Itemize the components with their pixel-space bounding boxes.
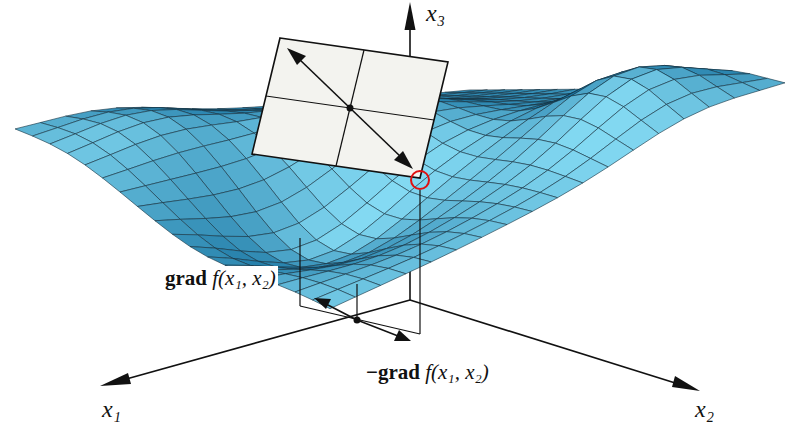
axis-arrowhead <box>100 373 131 386</box>
axis-label: x₁ <box>100 396 123 424</box>
gradient-arrow <box>326 304 357 320</box>
surface-patch <box>138 203 181 221</box>
axis-label: x₃ <box>424 0 447 28</box>
negative-gradient-arrow <box>357 320 398 336</box>
coordinate-axes <box>100 2 700 391</box>
surface-patch <box>208 257 251 266</box>
plane-arrow <box>298 58 350 108</box>
tangent-point <box>347 105 354 112</box>
arrowhead <box>287 48 306 65</box>
drop-line <box>299 238 300 306</box>
function-expression: f(x₁, x₂) <box>420 360 489 384</box>
base-point <box>354 317 361 324</box>
x2-axis <box>410 300 688 387</box>
arrowhead <box>394 151 413 169</box>
plane-midline <box>266 96 434 120</box>
plane-arrow <box>350 108 402 158</box>
surface-patch <box>190 247 233 259</box>
operator-word: grad <box>165 266 207 290</box>
surface-patch <box>173 234 216 248</box>
axis-arrowhead <box>672 376 700 391</box>
arrowhead <box>394 330 411 341</box>
plane-midline <box>336 50 364 166</box>
axis-arrowhead <box>405 2 416 30</box>
function-expression: f(x₁, x₂) <box>207 266 276 290</box>
tangent-plane <box>252 38 448 178</box>
gradient-label: grad f(x₁, x₂) <box>163 266 278 290</box>
highlight-circle <box>411 171 429 189</box>
arrowhead <box>314 298 331 309</box>
operator-word: −grad <box>366 360 420 384</box>
ground-line <box>300 306 420 334</box>
gradient-label: −grad f(x₁, x₂) <box>364 360 491 384</box>
axis-label: x₂ <box>693 396 716 424</box>
ground-line <box>356 284 357 320</box>
gradient-construction <box>252 38 448 341</box>
surface-patch <box>313 289 356 308</box>
surface-patch <box>155 219 198 235</box>
drop-line <box>419 190 420 334</box>
